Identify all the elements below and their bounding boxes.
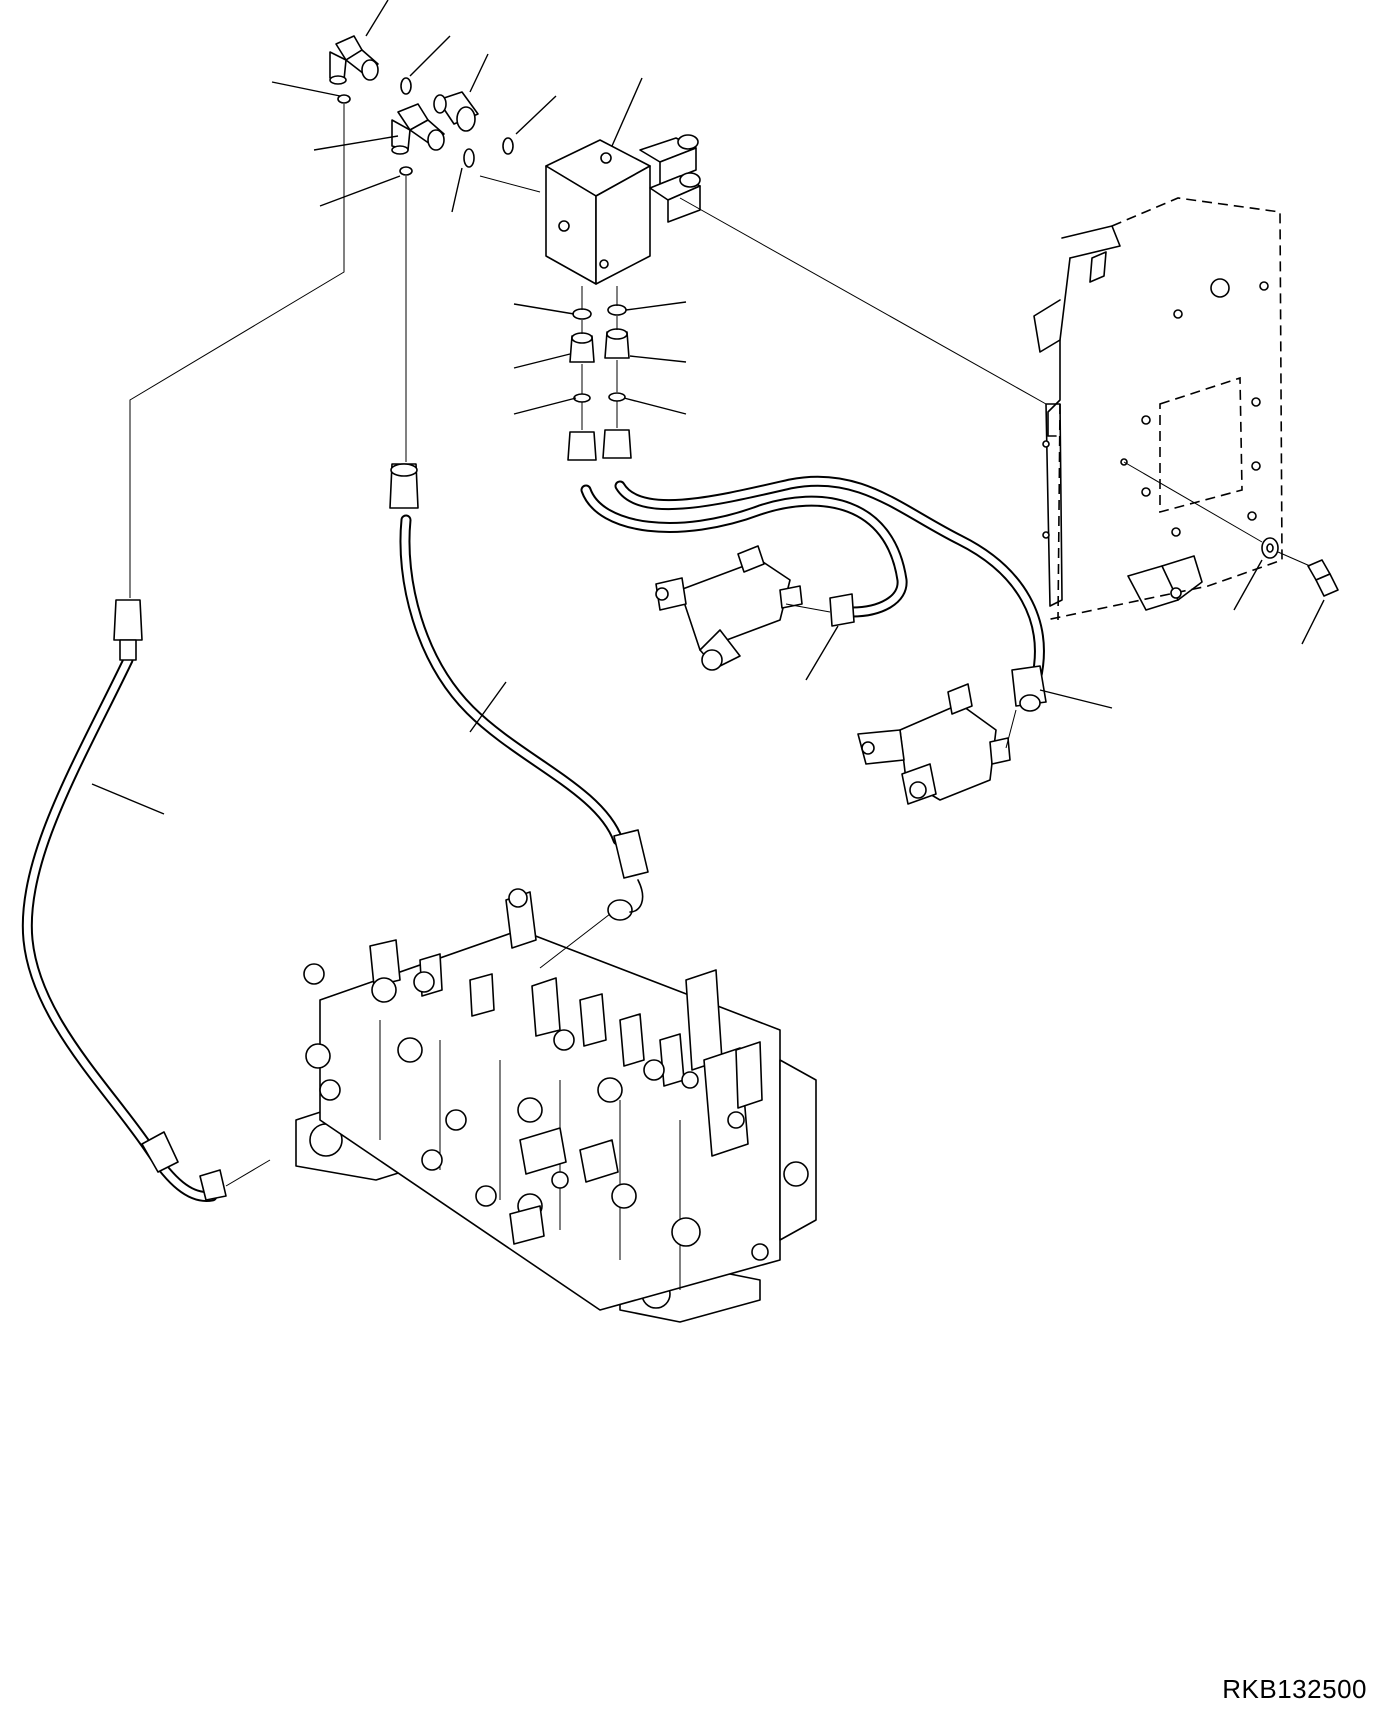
straight-connector [434,92,478,131]
pilot-valve-right [858,684,1010,804]
drawing-code: RKB132500 [1222,1674,1367,1704]
bolt [1308,560,1338,596]
solenoid-valve-block [546,135,700,284]
hose-left [27,600,226,1200]
solenoid-coil-upper [640,135,698,184]
solenoid-coil-lower [650,173,700,222]
elbow-fitting-upper [330,36,378,84]
hose-center [390,464,648,920]
connection-lines [130,104,1310,1186]
washer [1262,538,1278,558]
elbow-fitting-lower [392,104,444,154]
hose-pair-right [586,481,1046,711]
port-adapters-under-block [568,305,631,460]
mounting-bracket-plate [1034,198,1282,620]
pilot-valve-center [656,546,802,670]
main-control-valve [296,889,816,1322]
leader-lines [92,0,1324,814]
o-rings-top [338,78,513,175]
